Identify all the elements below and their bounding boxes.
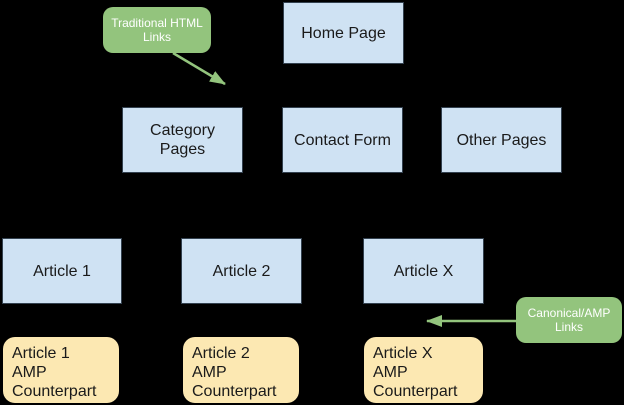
node-contact-form: Contact Form: [282, 107, 403, 173]
node-article-x-amp-counterpart: Article X AMP Counterpart: [364, 337, 483, 403]
callout-canonical-amp-links: Canonical/AMP Links: [516, 297, 622, 343]
node-article-1: Article 1: [2, 238, 122, 304]
callout-traditional-html-links: Traditional HTML Links: [103, 7, 211, 53]
node-article-1-amp-counterpart: Article 1 AMP Counterpart: [3, 337, 119, 403]
node-article-2: Article 2: [181, 238, 302, 304]
node-category-pages: Category Pages: [122, 107, 243, 173]
node-article-x: Article X: [363, 238, 484, 304]
node-home-page: Home Page: [283, 2, 404, 64]
node-other-pages: Other Pages: [441, 107, 562, 173]
node-article-2-amp-counterpart: Article 2 AMP Counterpart: [183, 337, 299, 403]
traditional-links-arrow: [172, 51, 226, 86]
